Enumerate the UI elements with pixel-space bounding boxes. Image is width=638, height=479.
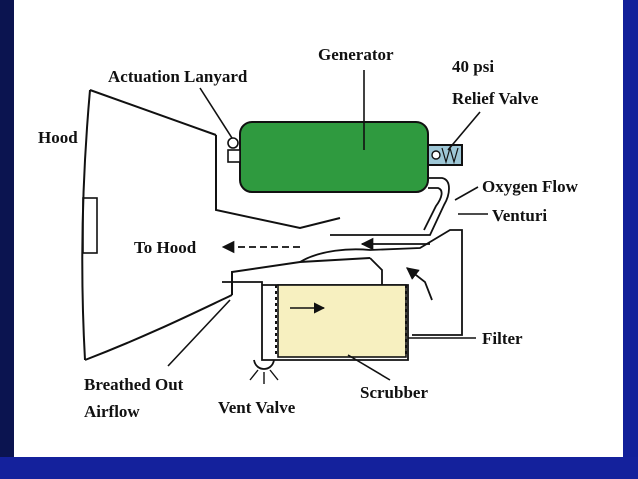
generator-canister (239, 121, 429, 193)
label-breathed-out-line2: Airflow (84, 402, 140, 421)
venturi-housing (299, 229, 463, 336)
scrubber-pointer (347, 354, 391, 381)
label-filter: Filter (482, 329, 523, 348)
label-vent-valve: Vent Valve (218, 398, 296, 417)
return-airflow-arrow (406, 267, 433, 301)
relief-valve-pointer (447, 111, 481, 151)
label-to-hood: To Hood (134, 238, 197, 257)
scrubber-bed (277, 284, 407, 358)
oxygen-pipe (330, 177, 450, 236)
label-relief-valve-line2: Relief Valve (452, 89, 539, 108)
label-generator: Generator (318, 45, 394, 64)
label-venturi: Venturi (492, 206, 547, 225)
vent-valve (253, 359, 275, 370)
oxygen-flow-pointer (454, 186, 479, 201)
vent-valve-ray-right (269, 369, 279, 381)
actuation-lanyard-pin (227, 149, 241, 163)
label-scrubber: Scrubber (360, 383, 428, 402)
label-breathed-out-line1: Breathed Out (84, 375, 184, 394)
label-actuation-lanyard: Actuation Lanyard (108, 67, 248, 86)
actuation-lanyard-pointer (199, 87, 233, 139)
label-relief-valve-line1: 40 psi (452, 57, 494, 76)
slide-bottom-band (0, 457, 638, 479)
diagram-panel (14, 0, 623, 457)
slide-left-band (0, 0, 14, 479)
breathed-out-pointer (167, 299, 231, 367)
vent-valve-ray-left (249, 369, 259, 381)
slide-right-band (623, 0, 638, 479)
label-hood: Hood (38, 128, 78, 147)
hood-window (82, 197, 98, 254)
relief-valve-port (431, 150, 441, 160)
actuation-lanyard-knob (227, 137, 239, 149)
label-oxygen-flow: Oxygen Flow (482, 177, 579, 196)
